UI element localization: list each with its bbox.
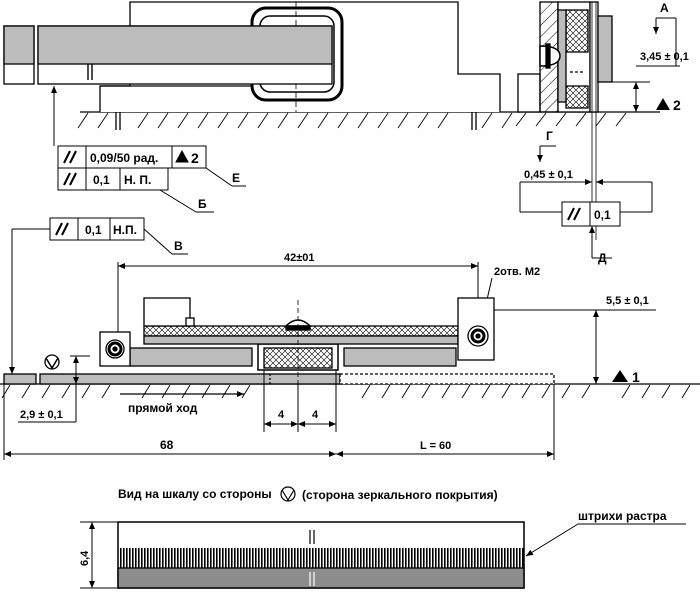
frame-parallelism-top <box>57 145 207 191</box>
frame-top-1-base: 2 <box>191 150 199 166</box>
label-b: Б <box>198 197 207 211</box>
forward-move-label: прямой ход <box>128 401 198 415</box>
raster-label: штрихи растра <box>578 509 667 523</box>
dim-4-4 <box>263 370 337 432</box>
dim-5-5 <box>494 309 656 385</box>
frame-v <box>49 217 145 241</box>
dim-4-left-text: 4 <box>278 409 285 421</box>
dim-2-9 <box>18 355 90 423</box>
dim-0-45 <box>519 145 653 259</box>
label-d: Д <box>598 251 607 265</box>
raster-leader <box>525 523 686 557</box>
dim-3-45 <box>612 17 680 112</box>
frame-d-value: 0,1 <box>594 208 611 222</box>
dim-68-text: 68 <box>160 438 174 452</box>
view-caption-a: Вид на шкалу со стороны <box>118 487 272 501</box>
view-caption-b: (сторона зеркального покрытия) <box>302 488 498 502</box>
scale-view <box>117 521 525 589</box>
dim-0-45-text: 0,45 ± 0,1 <box>524 169 573 181</box>
dim-68-L <box>3 384 555 460</box>
frame-top-2-value: 0,1 <box>93 173 110 187</box>
dim-6-4 <box>80 521 118 589</box>
top-right-section <box>515 1 660 240</box>
base-1-label: 1 <box>632 369 640 385</box>
dim-42-text: 42±01 <box>284 252 315 264</box>
dim-3-45-text: 3,45 ± 0,1 <box>640 51 689 63</box>
base-triangle-1 <box>612 370 628 382</box>
top-left-assembly <box>3 1 520 130</box>
label-a: А <box>660 1 669 15</box>
dim-42 <box>117 262 479 332</box>
label-g: Г <box>546 129 553 143</box>
label-v: В <box>174 239 183 253</box>
frame-d <box>561 201 621 227</box>
dim-2-9-text: 2,9 ± 0,1 <box>20 409 63 421</box>
dim-5-5-text: 5,5 ± 0,1 <box>606 295 649 307</box>
dim-4-right-text: 4 <box>312 409 319 421</box>
middle-assembly <box>0 297 700 399</box>
frame-top-2-base: Н. П. <box>124 173 151 187</box>
eye-symbol <box>280 486 296 502</box>
label-e: Е <box>232 171 240 185</box>
frame-mid-base: Н.П. <box>113 223 137 237</box>
base-triangle-2 <box>656 98 670 110</box>
frame-mid-value: 0,1 <box>85 223 102 237</box>
base-2-label: 2 <box>673 97 681 113</box>
frame-top-1-value: 0,09/50 рад. <box>90 151 158 165</box>
holes-note: 2отв. М2 <box>494 266 540 278</box>
frame-top-leaders <box>51 86 246 213</box>
frame-v-leaders <box>9 228 188 374</box>
dim-L-text: L = 60 <box>420 440 451 452</box>
dim-6-4-text: 6,4 <box>79 550 91 566</box>
